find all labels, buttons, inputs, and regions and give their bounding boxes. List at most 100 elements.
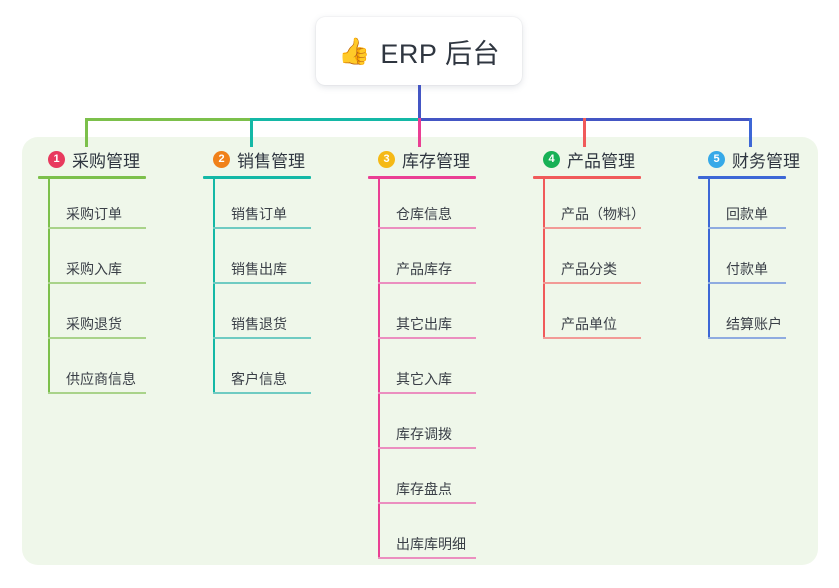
branch-item[interactable]: 采购入库 — [38, 234, 188, 289]
bus-segment-2 — [251, 118, 421, 121]
branch-item[interactable]: 付款单 — [698, 234, 828, 289]
branch-drop-connector-5 — [749, 118, 752, 147]
branch-item-label: 库存调拨 — [396, 426, 452, 442]
branch-item[interactable]: 产品（物料） — [533, 179, 683, 234]
branch-item-label: 销售订单 — [231, 206, 287, 222]
branch-item[interactable]: 仓库信息 — [368, 179, 518, 234]
branch-item-rule — [213, 337, 311, 339]
branch-header-5[interactable]: 5 财务管理 — [698, 145, 828, 173]
branch-badge-1: 1 — [48, 150, 65, 168]
branch-item[interactable]: 销售退货 — [203, 289, 353, 344]
branch-item-rule — [378, 282, 476, 284]
branch-item-list-5: 回款单付款单结算账户 — [698, 179, 828, 344]
branch-badge-3: 3 — [378, 150, 395, 168]
branch-item-label: 产品单位 — [561, 316, 617, 332]
branch-header-rule-5 — [698, 176, 786, 179]
branch-item-label: 采购订单 — [66, 206, 122, 222]
branch-item-rule — [543, 227, 641, 229]
branch-item-label: 产品（物料） — [561, 206, 645, 222]
branch-item-rule — [213, 392, 311, 394]
branch-item-rule — [213, 282, 311, 284]
branch-item-rule — [543, 282, 641, 284]
branch-item-rule — [378, 227, 476, 229]
branch-spine-2 — [213, 179, 215, 394]
branch-item[interactable]: 其它入库 — [368, 344, 518, 399]
branch-item-rule — [378, 447, 476, 449]
branch-item-rule — [378, 337, 476, 339]
branch-header-3[interactable]: 3 库存管理 — [368, 145, 518, 173]
branch-item-rule — [378, 392, 476, 394]
branch-item-rule — [708, 282, 786, 284]
branch-item[interactable]: 结算账户 — [698, 289, 828, 344]
branch-item-label: 产品库存 — [396, 261, 452, 277]
branch-item-label: 结算账户 — [726, 316, 782, 332]
branch-item-label: 其它入库 — [396, 371, 452, 387]
branch-header-2[interactable]: 2 销售管理 — [203, 145, 353, 173]
branch-item[interactable]: 销售订单 — [203, 179, 353, 234]
branch-badge-5: 5 — [708, 150, 725, 168]
branch-item-label: 供应商信息 — [66, 371, 136, 387]
branch-column-1: 1 采购管理采购订单采购入库采购退货供应商信息 — [38, 145, 188, 399]
branch-item[interactable]: 出库库明细 — [368, 509, 518, 564]
branch-item-rule — [48, 227, 146, 229]
branch-item-rule — [708, 337, 786, 339]
branch-item-label: 出库库明细 — [396, 536, 466, 552]
branch-item[interactable]: 销售出库 — [203, 234, 353, 289]
branch-item-label: 回款单 — [726, 206, 768, 222]
branch-drop-connector-4 — [583, 118, 586, 147]
branch-spine-1 — [48, 179, 50, 394]
root-trunk-connector — [418, 85, 421, 121]
thumbs-up-icon: 👍 — [338, 37, 371, 67]
branch-item[interactable]: 库存调拨 — [368, 399, 518, 454]
branch-drop-connector-3 — [418, 118, 421, 147]
branch-item[interactable]: 采购订单 — [38, 179, 188, 234]
branch-item[interactable]: 库存盘点 — [368, 454, 518, 509]
root-node-title: ERP 后台 — [380, 38, 500, 69]
branch-item-label: 销售出库 — [231, 261, 287, 277]
branch-item-rule — [48, 337, 146, 339]
branch-column-4: 4 产品管理产品（物料） 产品分类产品单位 — [533, 145, 683, 344]
branch-item-list-3: 仓库信息产品库存其它出库其它入库库存调拨库存盘点出库库明细 — [368, 179, 518, 564]
branch-item-label: 其它出库 — [396, 316, 452, 332]
branch-title-1: 采购管理 — [72, 151, 140, 171]
branch-header-1[interactable]: 1 采购管理 — [38, 145, 188, 173]
branch-spine-5 — [708, 179, 710, 339]
branch-item-list-4: 产品（物料） 产品分类产品单位 — [533, 179, 683, 344]
branch-item-rule — [378, 502, 476, 504]
branch-item[interactable]: 产品库存 — [368, 234, 518, 289]
root-node-erp-backend[interactable]: 👍 ERP 后台 — [316, 17, 522, 85]
branch-item[interactable]: 供应商信息 — [38, 344, 188, 399]
branch-header-rule-1 — [38, 176, 146, 179]
branch-item[interactable]: 产品分类 — [533, 234, 683, 289]
branch-item-label: 仓库信息 — [396, 206, 452, 222]
branch-item[interactable]: 回款单 — [698, 179, 828, 234]
branch-header-rule-2 — [203, 176, 311, 179]
branch-item-rule — [543, 337, 641, 339]
branch-item[interactable]: 产品单位 — [533, 289, 683, 344]
branch-title-5: 财务管理 — [732, 151, 800, 171]
branch-item-rule — [213, 227, 311, 229]
branch-item[interactable]: 其它出库 — [368, 289, 518, 344]
branch-header-rule-3 — [368, 176, 476, 179]
branch-badge-2: 2 — [213, 150, 230, 168]
branch-column-3: 3 库存管理仓库信息产品库存其它出库其它入库库存调拨库存盘点出库库明细 — [368, 145, 518, 564]
branch-item-label: 客户信息 — [231, 371, 287, 387]
branch-item[interactable]: 客户信息 — [203, 344, 353, 399]
branch-column-2: 2 销售管理销售订单销售出库销售退货客户信息 — [203, 145, 353, 399]
branch-item-rule — [48, 282, 146, 284]
branch-item[interactable]: 采购退货 — [38, 289, 188, 344]
branch-badge-4: 4 — [543, 150, 560, 168]
branch-title-2: 销售管理 — [237, 151, 305, 171]
branch-item-list-2: 销售订单销售出库销售退货客户信息 — [203, 179, 353, 399]
branch-header-rule-4 — [533, 176, 641, 179]
branch-item-label: 产品分类 — [561, 261, 617, 277]
branch-spine-3 — [378, 179, 380, 559]
branch-title-4: 产品管理 — [567, 151, 635, 171]
branch-item-label: 销售退货 — [231, 316, 287, 332]
branch-header-4[interactable]: 4 产品管理 — [533, 145, 683, 173]
bus-segment-1 — [85, 118, 253, 121]
branch-item-label: 采购入库 — [66, 261, 122, 277]
branch-title-3: 库存管理 — [402, 151, 470, 171]
diagram-background-panel — [22, 137, 818, 565]
branch-item-rule — [48, 392, 146, 394]
